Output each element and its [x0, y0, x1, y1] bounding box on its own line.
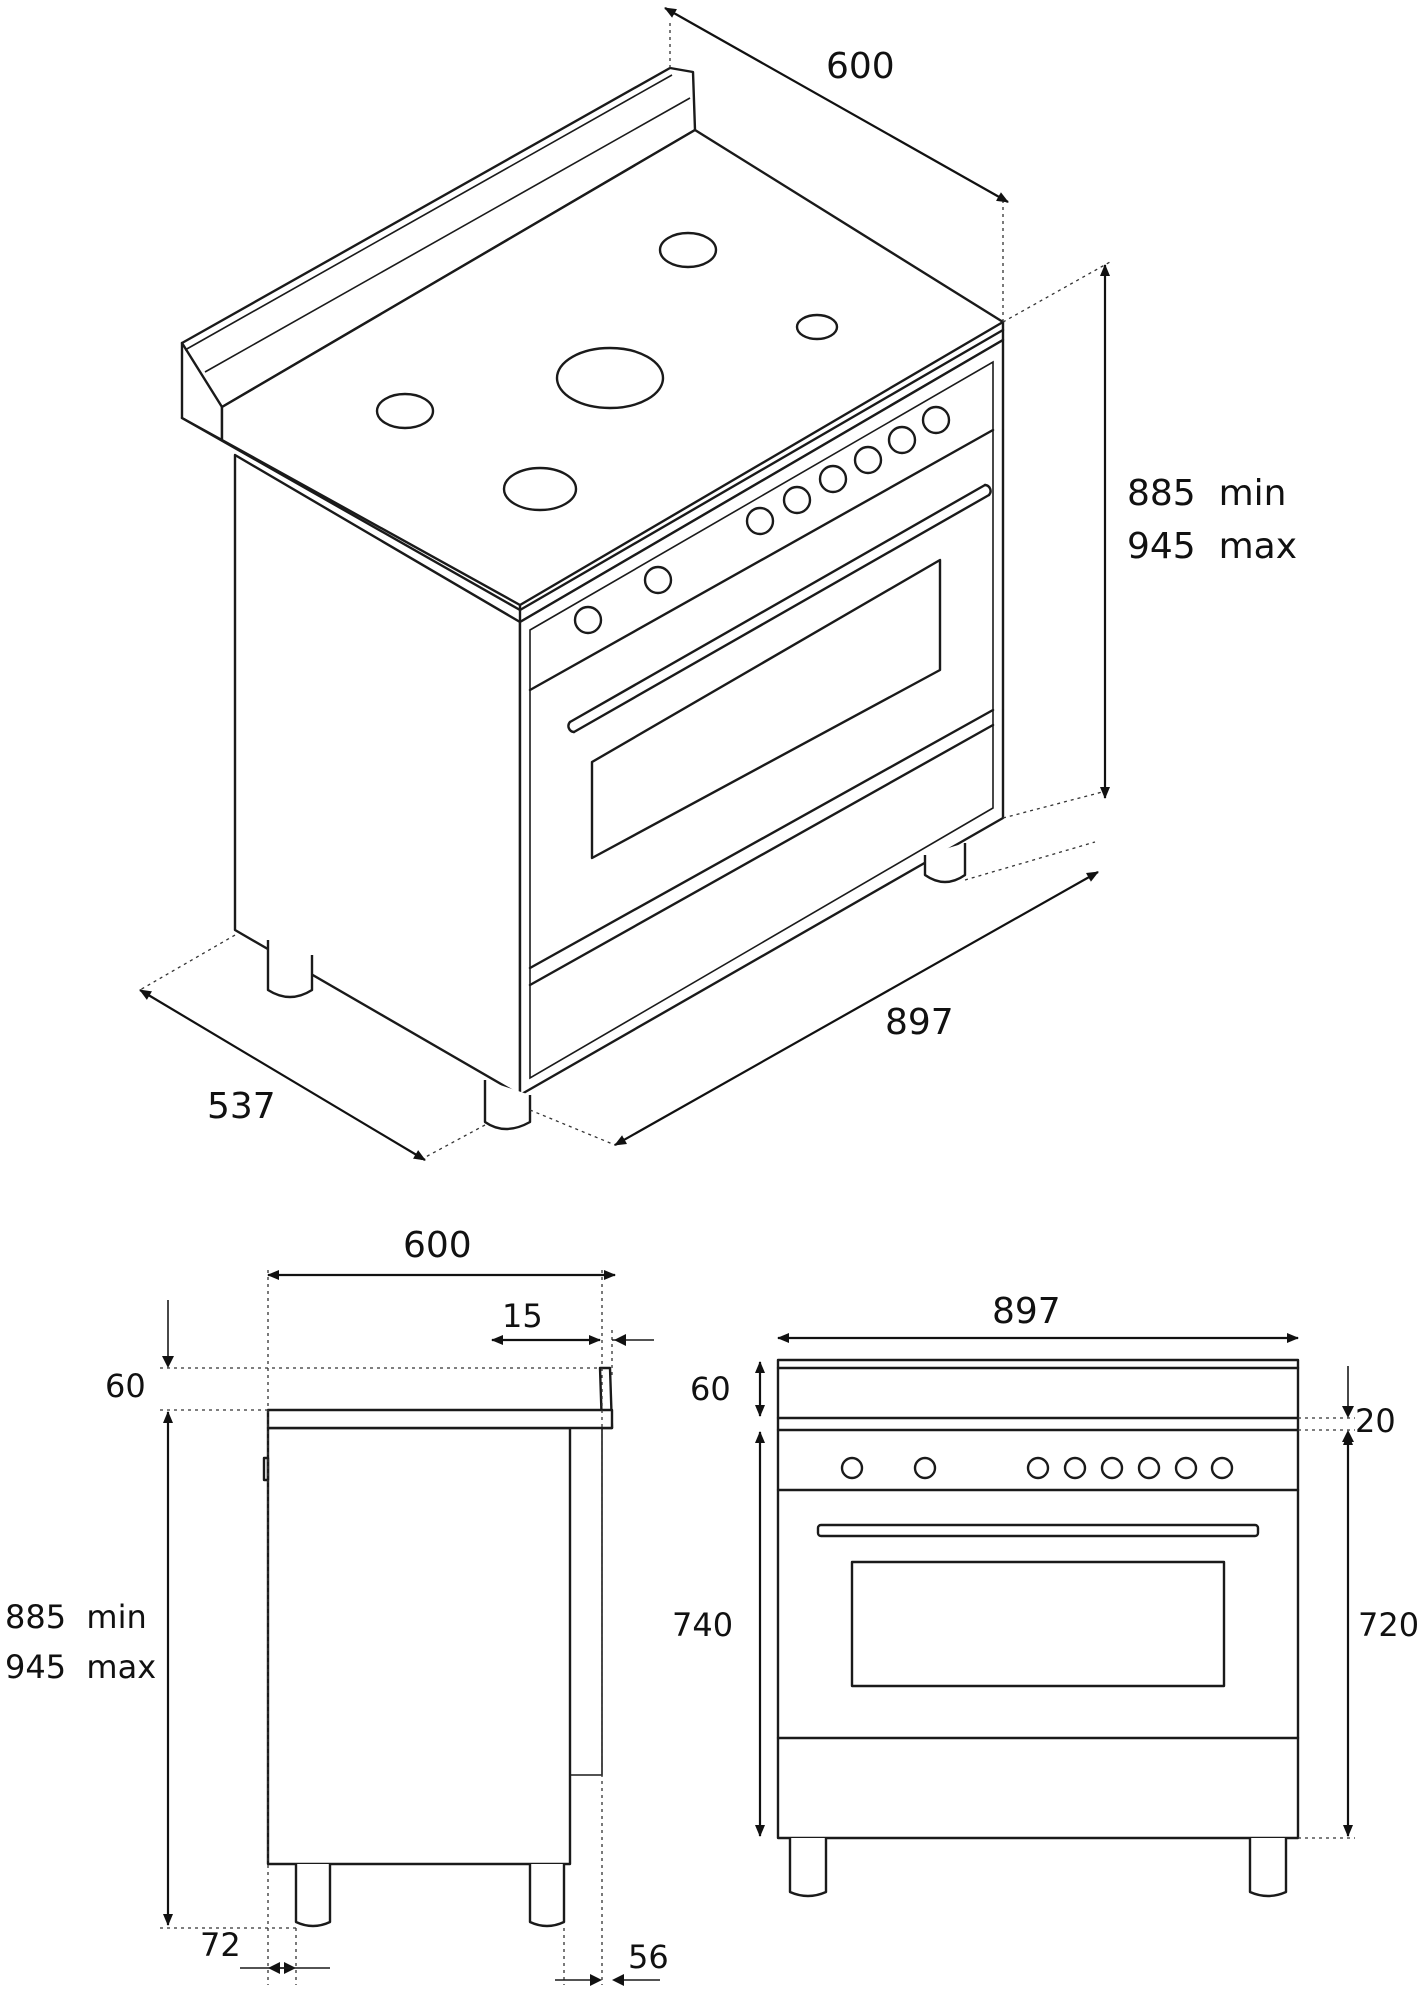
front-oven-handle	[816, 1523, 1260, 1538]
dim-front-backguard: 60	[690, 1370, 731, 1408]
burners	[375, 231, 839, 512]
dim-depth-side: 537	[207, 1086, 276, 1127]
dim-line-depth-side	[139, 989, 426, 1161]
perspective-view: 600 885 min 945 max 897 537	[139, 7, 1297, 1161]
dim-line-depth-top	[664, 7, 1009, 203]
front-view: 897 60 740 20 720	[672, 1291, 1419, 1898]
control-knobs	[573, 405, 951, 635]
dim-height-min: 885 min	[1127, 473, 1287, 514]
front-body	[776, 1358, 1300, 1840]
dim-side-height-max: 945 max	[5, 1648, 156, 1686]
dim-front-width: 897	[992, 1291, 1061, 1332]
dim-depth-top: 600	[826, 46, 895, 87]
oven-window	[590, 558, 942, 860]
dim-side-offset-top: 15	[502, 1297, 543, 1335]
dim-width-front: 897	[885, 1002, 954, 1043]
side-body	[266, 1426, 572, 1866]
dim-front-cavity: 720	[1358, 1606, 1419, 1644]
dim-side-height-min: 885 min	[5, 1598, 147, 1636]
front-knobs	[840, 1456, 1234, 1480]
side-view: 600 15 60 885 min 945 max 72 56	[5, 1225, 669, 1986]
dim-front-body: 740	[672, 1606, 733, 1644]
dim-side-backguard: 60	[105, 1367, 146, 1405]
dim-side-foot-back: 56	[628, 1938, 669, 1976]
hob-surface	[220, 128, 1005, 607]
dim-line-width-front	[614, 871, 1099, 1146]
dim-front-top-offset: 20	[1355, 1402, 1396, 1440]
oven-handle	[568, 483, 991, 734]
dim-side-depth: 600	[403, 1225, 472, 1266]
dim-height-max: 945 max	[1127, 526, 1297, 567]
front-oven-window	[850, 1560, 1226, 1688]
dim-side-foot-front: 72	[200, 1926, 241, 1964]
